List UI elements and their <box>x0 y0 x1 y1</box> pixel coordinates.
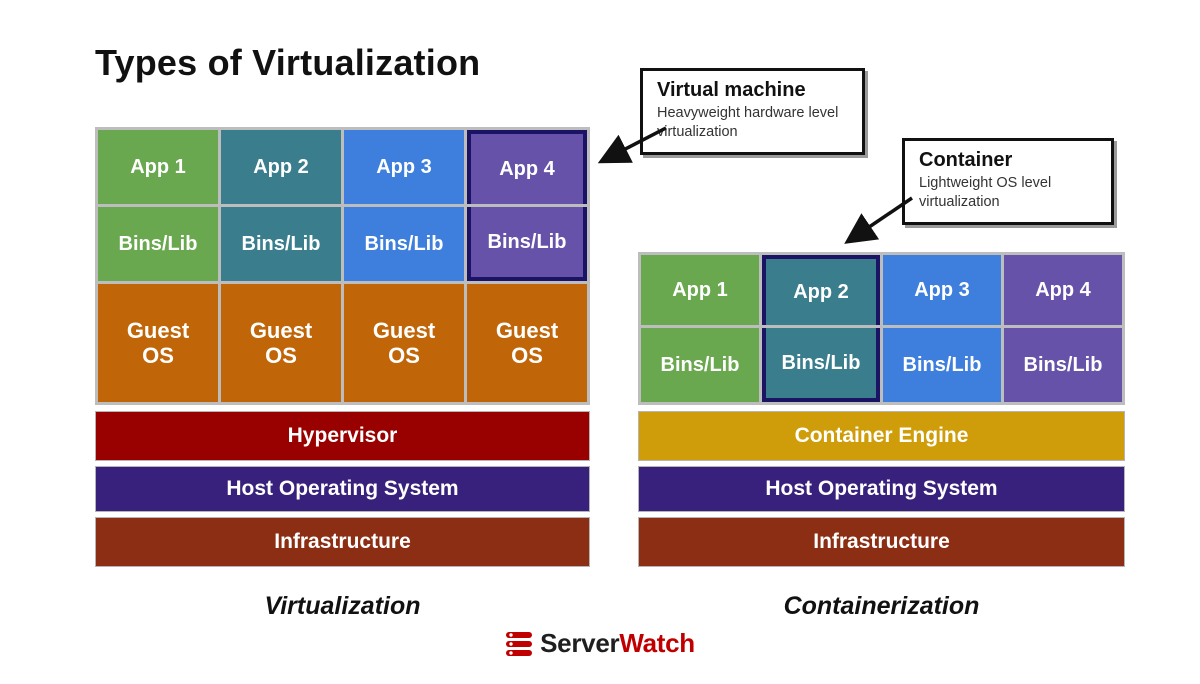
bins-lib-cell-highlighted: Bins/Lib <box>762 328 880 402</box>
bins-lib-cell: Bins/Lib <box>98 207 218 281</box>
host-os-bar: Host Operating System <box>638 466 1125 512</box>
app-cell: App 2 <box>221 130 341 204</box>
host-os-bar: Host Operating System <box>95 466 590 512</box>
guest-os-cell: Guest OS <box>98 284 218 402</box>
guest-os-cell: Guest OS <box>221 284 341 402</box>
callout-body: Lightweight OS level virtualization <box>919 175 1052 210</box>
bins-lib-cell: Bins/Lib <box>883 328 1001 402</box>
container-engine-bar: Container Engine <box>638 411 1125 461</box>
bins-lib-cell-highlighted: Bins/Lib <box>467 207 587 281</box>
app-cell: App 1 <box>98 130 218 204</box>
app-cell: App 4 <box>1004 255 1122 325</box>
bins-lib-cell: Bins/Lib <box>344 207 464 281</box>
guest-os-cell: Guest OS <box>467 284 587 402</box>
bins-lib-cell: Bins/Lib <box>1004 328 1122 402</box>
callout-title: Virtual machine <box>657 79 806 101</box>
virtualization-grid: App 1 App 2 App 3 App 4 Bins/Lib Bins/Li… <box>95 127 590 405</box>
logo-text-watch: Watch <box>619 628 695 658</box>
app-cell: App 3 <box>344 130 464 204</box>
hypervisor-bar: Hypervisor <box>95 411 590 461</box>
infrastructure-bar: Infrastructure <box>95 517 590 567</box>
app-cell: App 3 <box>883 255 1001 325</box>
containerization-label: Containerization <box>783 592 980 620</box>
container-callout: Container Lightweight OS level virtualiz… <box>902 138 1114 225</box>
app-cell: App 1 <box>641 255 759 325</box>
page-title: Types of Virtualization <box>95 42 481 83</box>
callout-body: Heavyweight hardware level virtualizatio… <box>657 105 839 140</box>
logo-text-server: Server <box>540 628 620 658</box>
virtualization-stack: App 1 App 2 App 3 App 4 Bins/Lib Bins/Li… <box>95 127 590 567</box>
bins-lib-cell: Bins/Lib <box>221 207 341 281</box>
server-stack-icon <box>506 631 533 656</box>
app-cell-highlighted: App 4 <box>467 130 587 204</box>
guest-os-cell: Guest OS <box>344 284 464 402</box>
callout-title: Container <box>919 149 1013 171</box>
containerization-stack: App 1 App 2 App 3 App 4 Bins/Lib Bins/Li… <box>638 252 1125 567</box>
virtual-machine-callout: Virtual machine Heavyweight hardware lev… <box>640 68 865 155</box>
logo-text: ServerWatch <box>540 628 695 659</box>
bins-lib-cell: Bins/Lib <box>641 328 759 402</box>
containerization-grid: App 1 App 2 App 3 App 4 Bins/Lib Bins/Li… <box>638 252 1125 405</box>
app-cell-highlighted: App 2 <box>762 255 880 325</box>
serverwatch-logo: ServerWatch <box>0 628 1200 659</box>
virtualization-label: Virtualization <box>264 592 421 620</box>
infrastructure-bar: Infrastructure <box>638 517 1125 567</box>
